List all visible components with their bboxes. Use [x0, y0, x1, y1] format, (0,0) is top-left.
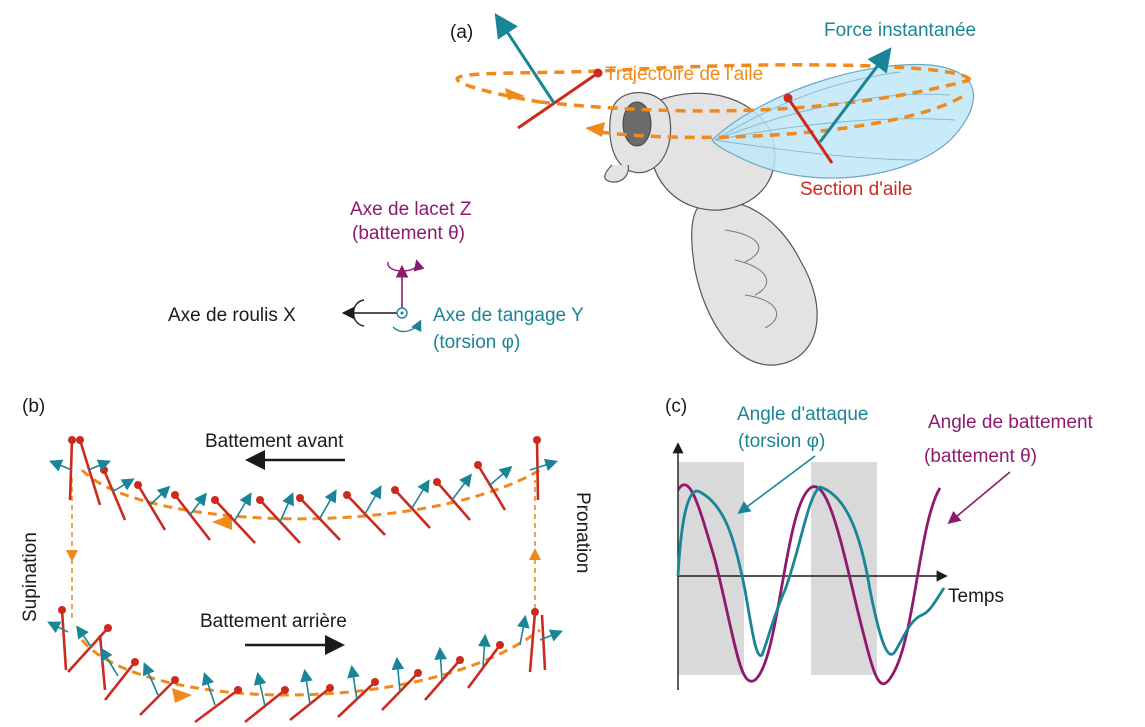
yaw-axis-label-1: Axe de lacet Z	[350, 199, 472, 220]
lower-force-arrows	[47, 614, 563, 707]
attack-pointer	[737, 455, 816, 514]
time-label: Temps	[948, 586, 1004, 607]
force-vector-right	[818, 47, 892, 143]
upper-force-arrows	[49, 458, 559, 523]
stroke-angle-curve	[676, 483, 942, 685]
force-vector-left	[494, 12, 556, 104]
wing-section-left	[517, 71, 599, 130]
stroke-label-2: (battement θ)	[924, 446, 1037, 467]
panel-b-label: (b)	[22, 396, 45, 417]
upper-wing-sections	[68, 436, 541, 544]
backward-path	[80, 628, 541, 697]
wing-trajectory	[455, 63, 972, 140]
pitch-axis-label-1: Axe de tangage Y	[433, 305, 584, 326]
trajectory-arrow-head-1	[505, 88, 525, 100]
trajectory-arrow-head-2	[585, 122, 605, 137]
backward-stroke-label: Battement arrière	[200, 611, 347, 632]
trajectory-label: Trajectoire de l'aile	[605, 64, 763, 85]
attack-angle-curve	[676, 485, 946, 657]
wing-section-right	[786, 97, 834, 164]
panel-b: (b) Battement avant Battement arrière Su…	[20, 396, 593, 724]
stroke-pointer	[947, 471, 1011, 525]
stroke-label-1: Angle de battement	[928, 412, 1094, 433]
axes-system	[341, 259, 425, 333]
supination-label: Supination	[20, 532, 41, 622]
panel-c: (c) Temps Angle d'attaque (torsion φ) An…	[665, 396, 1094, 690]
forward-path	[80, 468, 541, 521]
panel-a-label: (a)	[450, 22, 473, 43]
fly-eye	[622, 101, 652, 147]
panel-c-label: (c)	[665, 396, 687, 417]
forward-stroke-label: Battement avant	[205, 431, 344, 452]
pitch-axis-label-2: (torsion φ)	[433, 332, 520, 353]
fly-wing	[711, 63, 975, 179]
roll-axis-label: Axe de roulis X	[168, 305, 296, 326]
attack-label-1: Angle d'attaque	[737, 404, 868, 425]
pronation-label: Pronation	[572, 492, 593, 573]
fly-abdomen	[691, 200, 818, 366]
attack-label-2: (torsion φ)	[738, 431, 825, 452]
yaw-axis-label-2: (battement θ)	[352, 223, 465, 244]
section-label: Section d'aile	[800, 179, 912, 200]
force-label: Force instantanée	[824, 20, 976, 41]
panel-a: (a) Force instantanée Trajectoire de l'a…	[168, 12, 976, 366]
